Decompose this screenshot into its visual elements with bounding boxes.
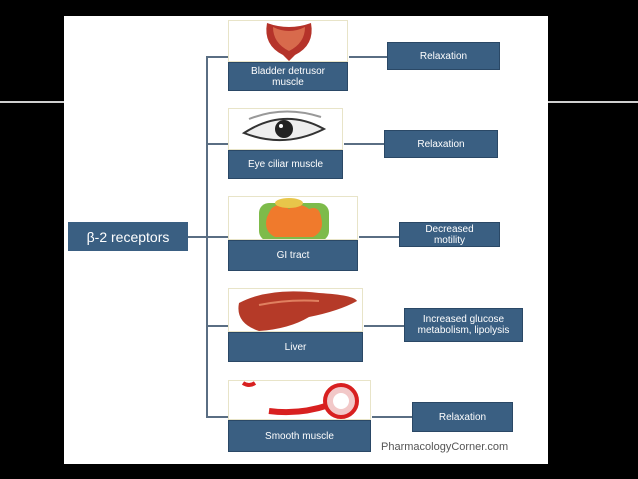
effect-connector-1 bbox=[349, 56, 387, 58]
source-credit: PharmacologyCorner.com bbox=[381, 441, 509, 453]
bladder-image bbox=[228, 20, 348, 62]
branch-bladder bbox=[206, 56, 228, 58]
branch-smooth bbox=[206, 416, 228, 418]
effect-smooth-muscle: Relaxation bbox=[412, 402, 513, 432]
smooth-muscle-image bbox=[228, 380, 371, 420]
liver-image bbox=[228, 288, 363, 332]
organ-label-liver: Liver bbox=[228, 332, 363, 362]
organ-label-bladder: Bladder detrusor muscle bbox=[228, 62, 348, 91]
branch-gi bbox=[206, 236, 228, 238]
organ-label-smooth-muscle: Smooth muscle bbox=[228, 420, 371, 452]
effect-bladder: Relaxation bbox=[387, 42, 500, 70]
organ-label-eye: Eye ciliar muscle bbox=[228, 150, 343, 179]
gi-image bbox=[228, 196, 358, 240]
bladder-icon bbox=[266, 23, 312, 61]
liver-icon bbox=[238, 291, 357, 331]
eye-icon bbox=[241, 110, 327, 142]
eye-image bbox=[228, 108, 343, 150]
effect-gi: Decreased motility bbox=[399, 222, 500, 247]
effect-connector-4 bbox=[364, 325, 404, 327]
effect-connector-3 bbox=[359, 236, 399, 238]
effect-connector-2 bbox=[344, 143, 384, 145]
branch-liver bbox=[206, 325, 228, 327]
branch-eye bbox=[206, 143, 228, 145]
effect-liver: Increased glucose metabolism, lipolysis bbox=[404, 308, 523, 342]
effect-eye: Relaxation bbox=[384, 130, 498, 158]
effect-connector-5 bbox=[372, 416, 412, 418]
organ-label-gi: GI tract bbox=[228, 240, 358, 271]
intestine-icon bbox=[259, 198, 329, 239]
main-connector bbox=[188, 236, 206, 238]
muscle-icon bbox=[241, 381, 359, 419]
beta2-receptor-box: β‑2 receptors bbox=[68, 222, 188, 251]
